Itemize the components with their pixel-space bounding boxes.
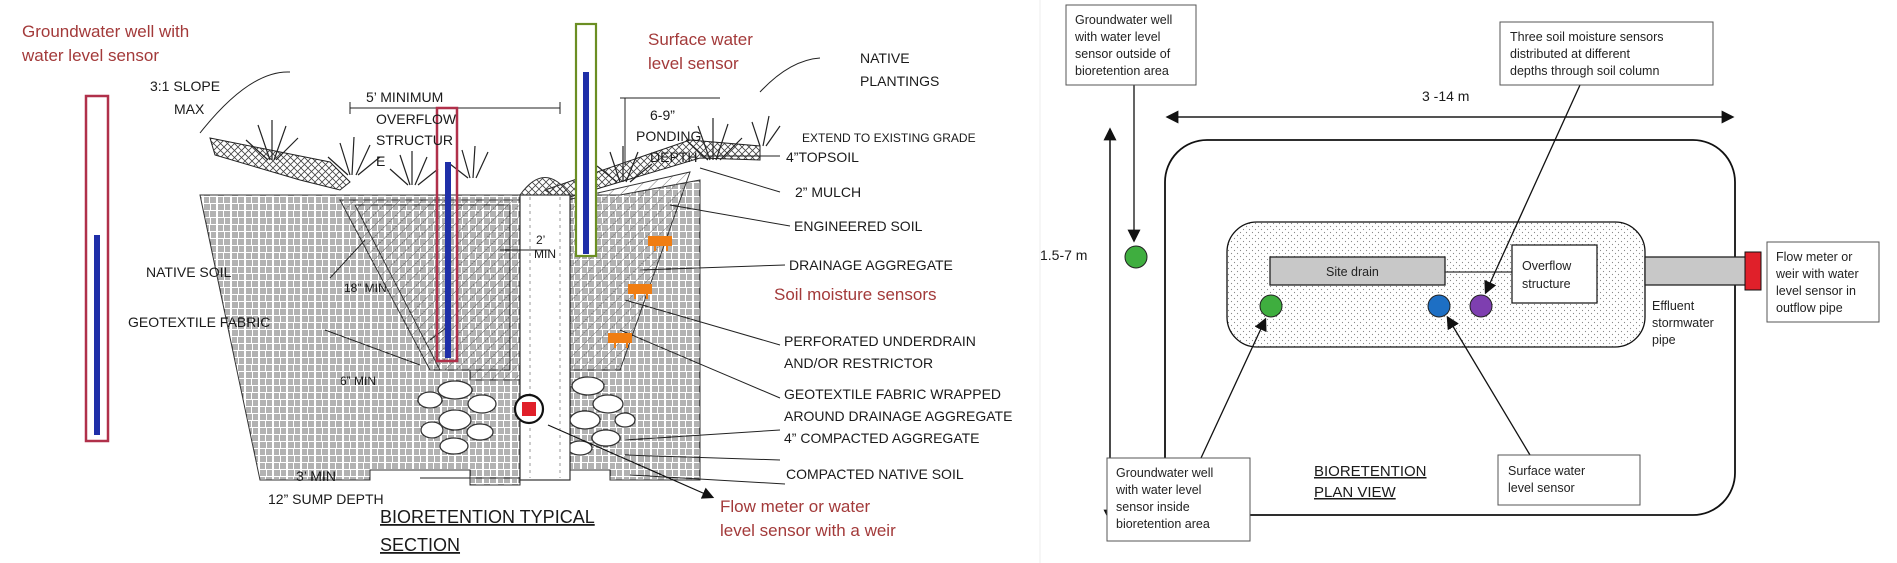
underdrain-label-1: PERFORATED UNDERDRAIN xyxy=(784,333,976,349)
section-title-2: SECTION xyxy=(380,535,460,555)
overflow-label-3: STRUCTUR xyxy=(376,132,453,148)
svg-text:Flow meter or: Flow meter or xyxy=(1776,250,1852,264)
native-plantings-label-1: NATIVE xyxy=(860,50,910,66)
callout-flow-meter: Flow meter or weir with water level sens… xyxy=(1766,241,1880,323)
mulch-label: 2” MULCH xyxy=(795,184,861,200)
section-diagram: Groundwater well with water level sensor… xyxy=(21,22,1012,555)
overflow-label-4: E xyxy=(376,153,385,169)
gw-well-label-1: Groundwater well with xyxy=(22,22,189,41)
sump-label: 12” SUMP DEPTH xyxy=(268,491,384,507)
svg-text:level sensor: level sensor xyxy=(1508,481,1575,495)
effluent-label-2: stormwater xyxy=(1652,316,1714,330)
section-leaders xyxy=(199,57,821,485)
gw-inside-dot xyxy=(1259,294,1283,318)
svg-text:depths through soil column: depths through soil column xyxy=(1510,64,1659,78)
geo-wrap-label-1: GEOTEXTILE FABRIC WRAPPED xyxy=(784,386,1001,402)
effluent-label-1: Effluent xyxy=(1652,299,1695,313)
callout-soil-moisture: Three soil moisture sensors distributed … xyxy=(1499,21,1714,86)
overflow-structure xyxy=(519,194,571,481)
plan-callout-arrows xyxy=(1127,84,1581,459)
native-plantings xyxy=(245,115,781,186)
plan-title-1: BIORETENTION xyxy=(1314,463,1427,480)
svg-text:weir with water: weir with water xyxy=(1775,267,1859,281)
plan-title-2: PLAN VIEW xyxy=(1314,484,1397,501)
native-soil-label: NATIVE SOIL xyxy=(146,264,232,280)
gw-outside-water-level xyxy=(94,235,100,435)
overflow-label-2: OVERFLOW xyxy=(376,111,457,127)
two-min-label-1: 2’ xyxy=(536,233,545,247)
callout-gw-inside: Groundwater well with water level sensor… xyxy=(1106,457,1251,542)
overflow-plan-label-1: Overflow xyxy=(1522,259,1572,273)
callout-gw-outside: Groundwater well with water level sensor… xyxy=(1065,4,1197,86)
surface-sensor-label-2: level sensor xyxy=(648,54,739,73)
site-drain-label: Site drain xyxy=(1326,265,1379,279)
six-min-label: 6” MIN xyxy=(340,374,376,388)
gw-section-water-level xyxy=(445,162,451,358)
svg-text:with water level: with water level xyxy=(1074,30,1160,44)
length-dim-label: 3 -14 m xyxy=(1422,88,1469,104)
geotextile-label: GEOTEXTILE FABRIC xyxy=(128,314,270,330)
width-dim-label: 1.5-7 m xyxy=(1040,247,1087,263)
svg-text:Surface water: Surface water xyxy=(1508,464,1585,478)
flow-sensor-label-2: level sensor with a weir xyxy=(720,521,896,540)
flow-meter-plan xyxy=(1744,251,1762,291)
topsoil-label: 4”TOPSOIL xyxy=(786,149,859,165)
svg-text:outflow pipe: outflow pipe xyxy=(1776,301,1843,315)
engineered-soil-label: ENGINEERED SOIL xyxy=(794,218,923,234)
two-min-label-2: MIN xyxy=(534,247,556,261)
ponding-label-2: PONDING xyxy=(636,128,701,144)
surface-sensor-label-1: Surface water xyxy=(648,30,753,49)
effluent-pipe xyxy=(1644,256,1748,286)
overflow-plan-label-2: structure xyxy=(1522,277,1571,291)
flow-sensor-label-1: Flow meter or water xyxy=(720,497,871,516)
svg-text:Groundwater well: Groundwater well xyxy=(1116,466,1213,480)
section-title-1: BIORETENTION TYPICAL xyxy=(380,507,595,527)
slope-label-2: MAX xyxy=(174,101,205,117)
eighteen-min-label: 18” MIN xyxy=(344,281,387,295)
topsoil-strip-left xyxy=(209,137,351,191)
compacted-aggregate-label: 4” COMPACTED AGGREGATE xyxy=(784,430,980,446)
effluent-label-3: pipe xyxy=(1652,333,1676,347)
underdrain-label-2: AND/OR RESTRICTOR xyxy=(784,355,933,371)
svg-text:Three soil moisture sensors: Three soil moisture sensors xyxy=(1510,30,1664,44)
svg-text:with water level: with water level xyxy=(1115,483,1201,497)
gw-outside-dot xyxy=(1124,245,1148,269)
overflow-grate xyxy=(519,177,571,196)
plan-diagram: 3 -14 m 1.5-7 m Site drain Overflow stru… xyxy=(1040,4,1880,542)
drainage-aggregate-label: DRAINAGE AGGREGATE xyxy=(789,257,953,273)
three-min-label: 3’ MIN xyxy=(296,468,336,484)
overflow-label-1: 5’ MINIMUM xyxy=(366,89,443,105)
svg-text:bioretention area: bioretention area xyxy=(1075,64,1169,78)
ponding-label-1: 6-9” xyxy=(650,107,675,123)
slope-label-1: 3:1 SLOPE xyxy=(150,78,220,94)
svg-text:Groundwater well: Groundwater well xyxy=(1075,13,1172,27)
compacted-native-label: COMPACTED NATIVE SOIL xyxy=(786,466,964,482)
surface-water-level xyxy=(583,72,589,254)
drainage-aggregate xyxy=(417,376,636,456)
extend-grade-label: EXTEND TO EXISTING GRADE xyxy=(802,131,976,145)
surface-water-dot xyxy=(1427,294,1451,318)
site-drain xyxy=(1269,256,1446,286)
svg-text:bioretention area: bioretention area xyxy=(1116,517,1210,531)
soil-moisture-label: Soil moisture sensors xyxy=(774,285,937,304)
gw-well-label-2: water level sensor xyxy=(21,46,159,65)
overflow-structure-plan xyxy=(1511,244,1598,304)
ponding-label-3: DEPTH xyxy=(650,149,697,165)
soil-moisture-sensor-icons xyxy=(608,236,672,348)
flow-meter-icon xyxy=(522,402,536,416)
svg-text:sensor outside of: sensor outside of xyxy=(1075,47,1171,61)
callout-surface-water: Surface water level sensor xyxy=(1497,454,1641,506)
svg-text:sensor inside: sensor inside xyxy=(1116,500,1190,514)
native-plantings-label-2: PLANTINGS xyxy=(860,73,939,89)
groundwater-well-section xyxy=(435,106,459,363)
geo-wrap-label-2: AROUND DRAINAGE AGGREGATE xyxy=(784,408,1012,424)
svg-text:level sensor in: level sensor in xyxy=(1776,284,1856,298)
soil-moisture-dot xyxy=(1469,294,1493,318)
svg-text:distributed at different: distributed at different xyxy=(1510,47,1631,61)
engineered-soil-left xyxy=(354,204,511,371)
